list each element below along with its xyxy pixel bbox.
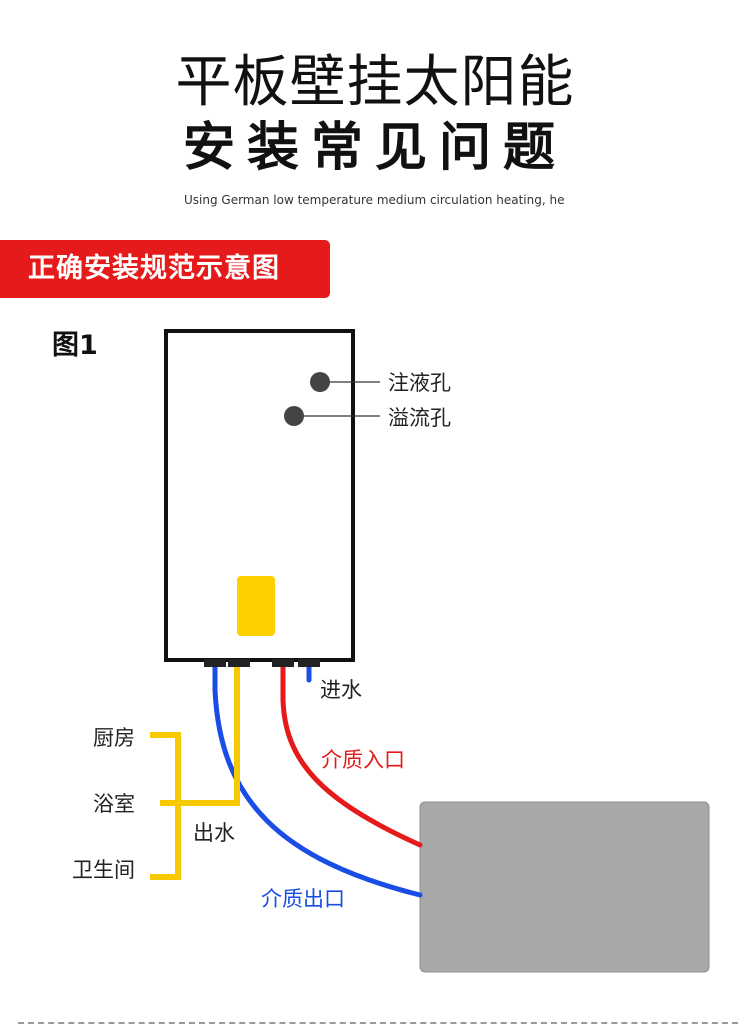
distribution-bracket xyxy=(150,732,181,880)
medium-in-label: 介质入口 xyxy=(321,748,405,772)
english-tagline: Using German low temperature medium circ… xyxy=(184,193,564,207)
page-subtitle: 安装常见问题 xyxy=(182,118,567,178)
kitchen-label: 厨房 xyxy=(93,726,135,750)
overflow-hole-label: 溢流孔 xyxy=(388,406,451,430)
water-in-label: 进水 xyxy=(320,678,362,702)
inlet-hole xyxy=(310,372,330,392)
medium-out-label: 介质出口 xyxy=(261,887,345,911)
medium-in-pipe xyxy=(280,659,423,848)
section-banner: 正确安装规范示意图 xyxy=(0,240,330,298)
fitting xyxy=(272,659,294,667)
inlet-hole-label: 注液孔 xyxy=(388,371,451,395)
fitting xyxy=(228,659,250,667)
water-out-pipe xyxy=(160,662,240,806)
bottom-divider xyxy=(18,1022,738,1024)
figure-label: 图1 xyxy=(52,330,98,361)
water-out-label: 出水 xyxy=(193,821,235,845)
overflow-hole xyxy=(284,406,304,426)
indicator-light xyxy=(237,576,275,636)
fitting xyxy=(204,659,226,667)
bathroom-label: 浴室 xyxy=(93,792,135,816)
collector-panel xyxy=(419,801,710,973)
page-title: 平板壁挂太阳能 xyxy=(175,50,575,115)
toilet-label: 卫生间 xyxy=(72,858,135,882)
medium-out-pipe xyxy=(212,659,423,898)
fitting xyxy=(298,659,320,667)
